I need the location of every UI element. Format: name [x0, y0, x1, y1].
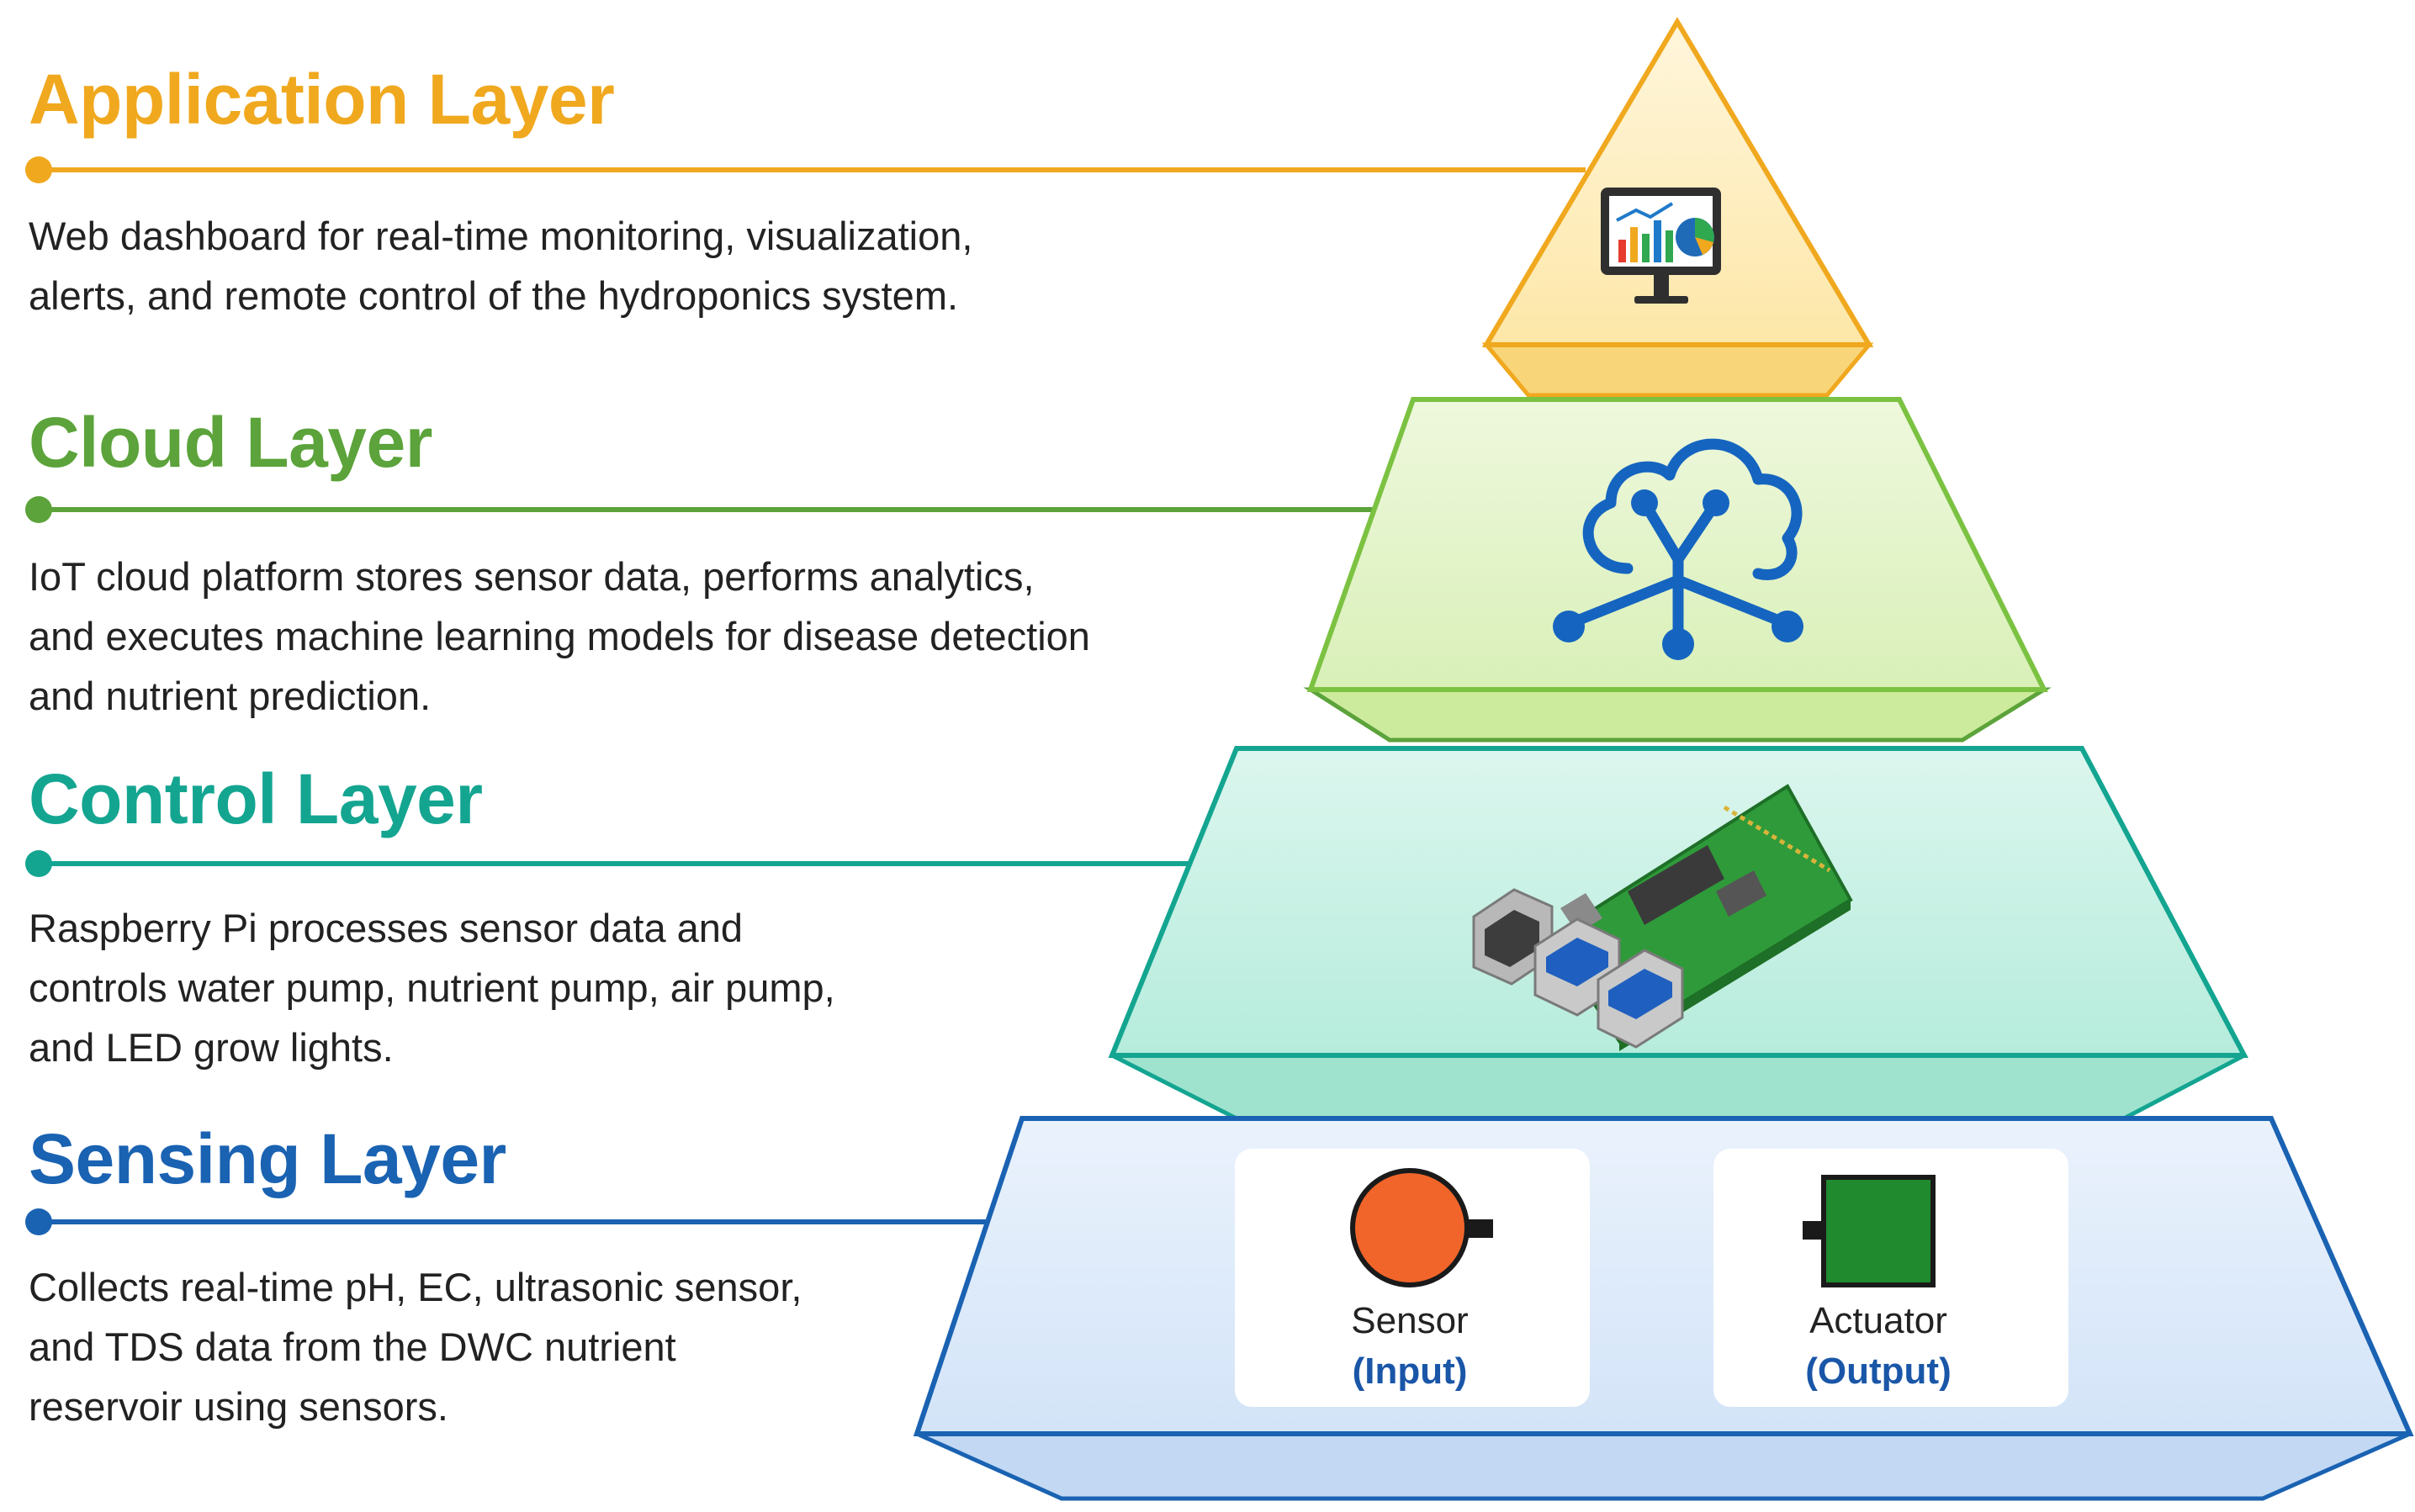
cloud-network-icon [1553, 438, 1803, 660]
description-line: and TDS data from the DWC nutrient [29, 1324, 676, 1369]
description-line: and LED grow lights. [29, 1025, 394, 1070]
raspberry-pi-board-icon [1472, 784, 1853, 1051]
usb-ports [1533, 917, 1684, 1049]
sensor-label: Sensor [1351, 1300, 1468, 1341]
cloud-tier [1303, 397, 2052, 743]
description-line: alerts, and remote control of the hydrop… [29, 273, 959, 318]
actuator-sublabel: (Output) [1805, 1351, 1951, 1392]
description-line: IoT cloud platform stores sensor data, p… [29, 554, 1035, 599]
description-line: and nutrient prediction. [29, 674, 432, 718]
actuator-box: Actuator (Output) [1713, 1149, 2068, 1407]
ethernet-port [1472, 888, 1554, 986]
cloud-layer-title: Cloud Layer [29, 403, 432, 482]
sensing-layer-title: Sensing Layer [29, 1119, 506, 1198]
sensing-tier [913, 1116, 2414, 1501]
control-connector [25, 850, 1215, 877]
description-line: reservoir using sensors. [29, 1384, 448, 1429]
dashboard-monitor-icon [1601, 188, 1721, 304]
application-tier [1481, 17, 1874, 398]
application-layer-description: Web dashboard for real-time monitoring, … [29, 206, 972, 325]
cloud-connector [25, 496, 1405, 523]
sensor-box: Sensor (Input) [1235, 1149, 1590, 1407]
description-line: Collects real-time pH, EC, ultrasonic se… [29, 1265, 802, 1309]
actuator-label: Actuator [1809, 1300, 1947, 1341]
cloud-layer-description: IoT cloud platform stores sensor data, p… [29, 547, 1090, 726]
sensor-icon [1350, 1168, 1470, 1287]
sensor-sublabel: (Input) [1353, 1351, 1468, 1392]
application-connector [25, 156, 1586, 183]
description-line: and executes machine learning models for… [29, 614, 1090, 658]
application-layer-title: Application Layer [29, 60, 615, 139]
description-line: controls water pump, nutrient pump, air … [29, 965, 835, 1010]
description-line: Web dashboard for real-time monitoring, … [29, 214, 973, 258]
control-layer-description: Raspberry Pi processes sensor data and c… [29, 898, 835, 1077]
actuator-icon [1821, 1175, 1936, 1287]
description-line: Raspberry Pi processes sensor data and [29, 906, 744, 950]
sensing-connector [25, 1208, 1022, 1235]
sensing-layer-description: Collects real-time pH, EC, ultrasonic se… [29, 1257, 802, 1436]
control-layer-title: Control Layer [29, 759, 483, 838]
